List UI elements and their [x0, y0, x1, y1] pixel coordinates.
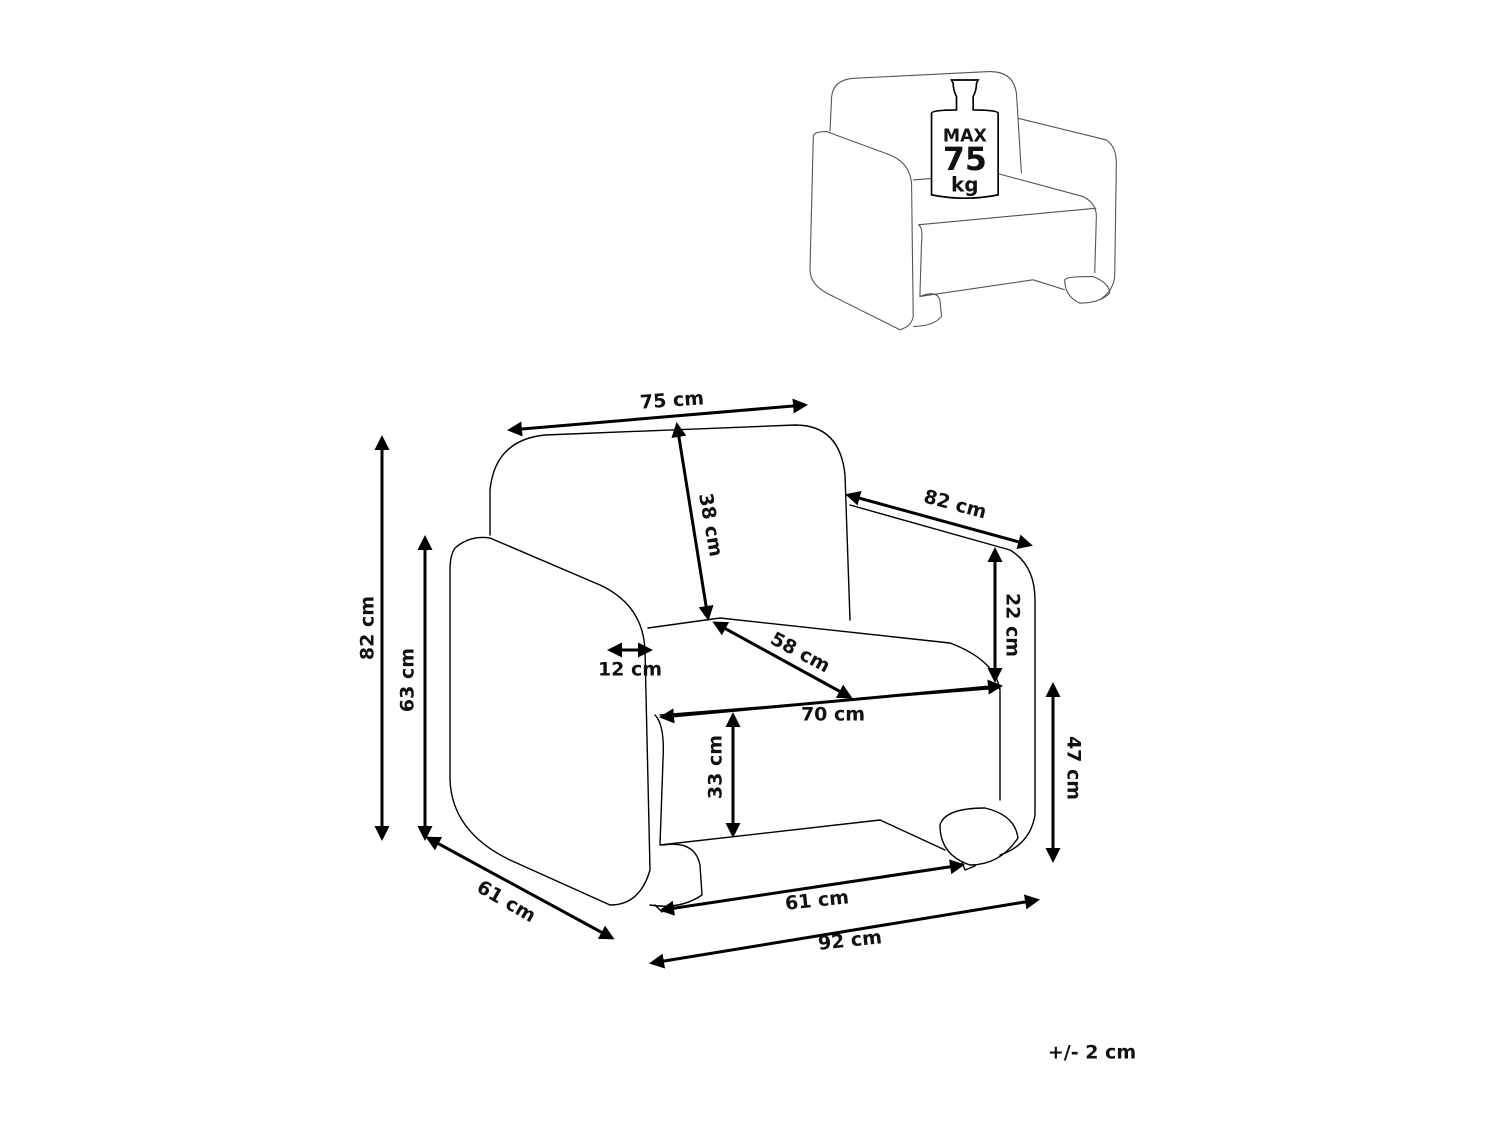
- label-depth: 61 cm: [473, 876, 540, 927]
- label-arm-height: 63 cm: [397, 648, 419, 712]
- label-backrest-height: 38 cm: [694, 491, 727, 558]
- label-armrest-width: 12 cm: [598, 659, 662, 681]
- arrow-depth: [425, 836, 615, 940]
- weight-value: 75: [943, 142, 987, 178]
- label-seat-width: 70 cm: [801, 704, 865, 726]
- dimension-labels: 75 cm 38 cm 82 cm 22 cm 58 cm 12 cm 70 c…: [357, 387, 1137, 1063]
- label-total-width: 92 cm: [817, 926, 883, 955]
- arrow-backrest-height: [671, 422, 714, 621]
- label-seat-cushion-height: 33 cm: [705, 735, 727, 799]
- tolerance-note: +/- 2 cm: [1048, 1042, 1136, 1064]
- arrow-backrest-width: [507, 398, 808, 437]
- small-chair-outline: [809, 71, 1117, 331]
- label-seat-height: 47 cm: [1063, 736, 1085, 800]
- weight-unit: kg: [951, 173, 979, 197]
- arrow-seat-width: [659, 679, 1003, 724]
- weight-capacity-illustration: MAX 75 kg: [809, 71, 1117, 331]
- label-backrest-width: 75 cm: [639, 387, 705, 413]
- dimension-arrows: [374, 398, 1061, 969]
- arrow-side-depth: [845, 490, 1033, 550]
- label-total-height: 82 cm: [357, 596, 379, 660]
- label-armrest-height: 22 cm: [1002, 593, 1024, 657]
- weight-icon: MAX 75 kg: [930, 79, 999, 199]
- arrow-total-width: [649, 894, 1040, 969]
- weight-max-label: MAX: [943, 127, 987, 147]
